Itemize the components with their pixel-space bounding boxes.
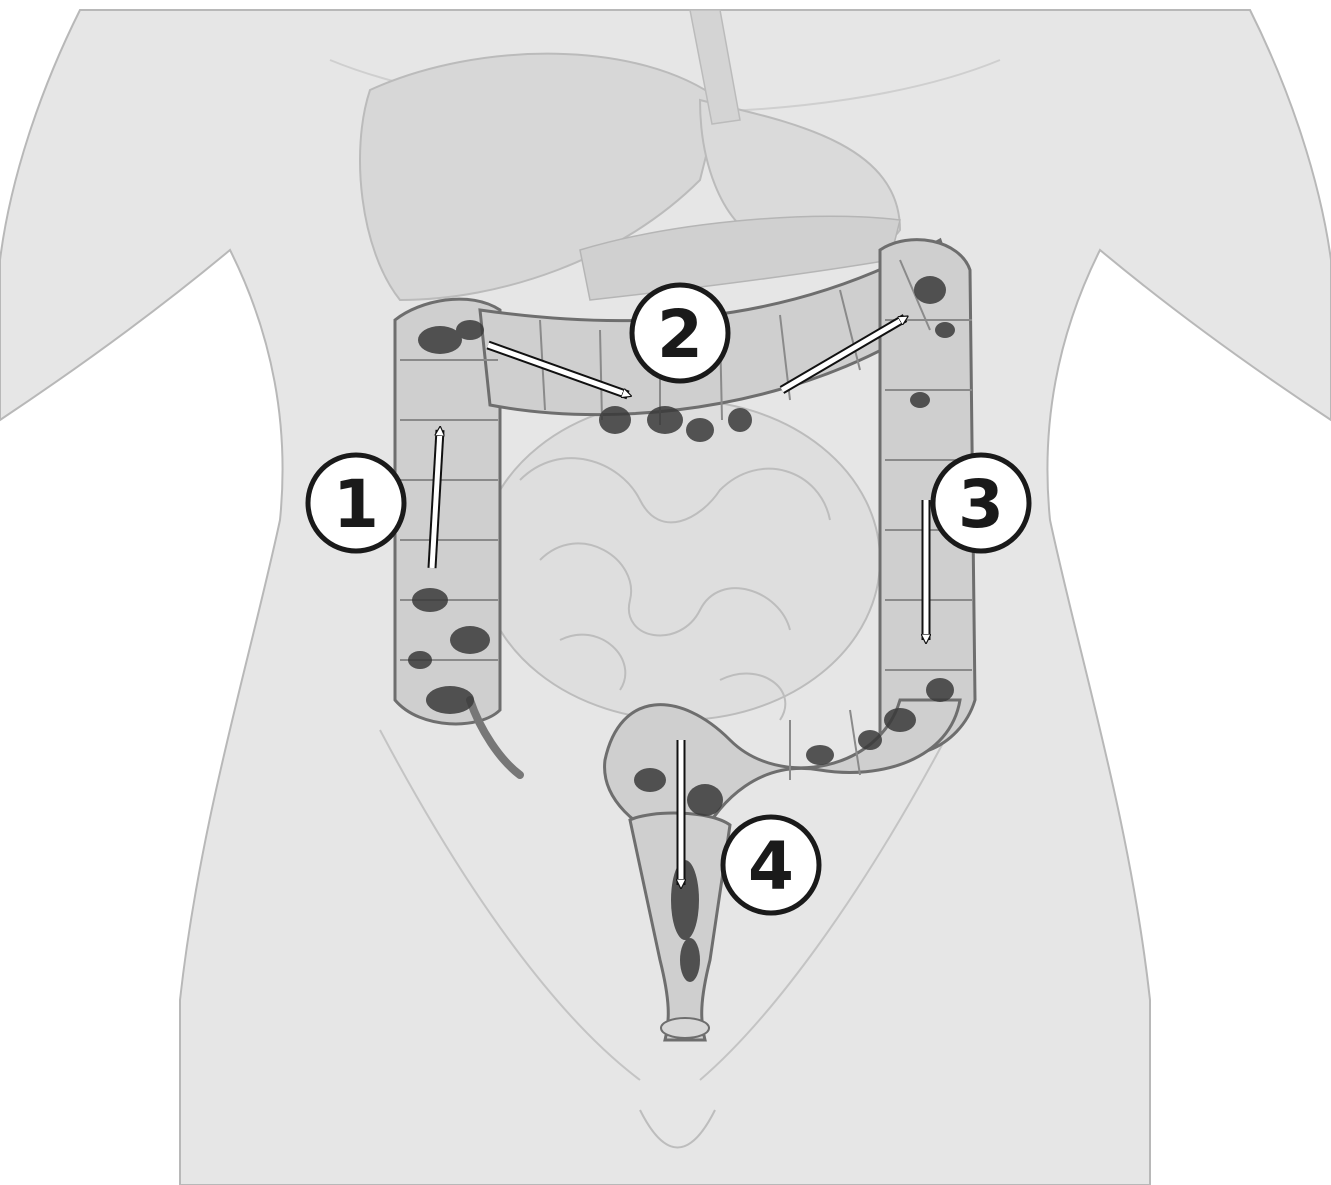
anus [661,1018,709,1038]
marker-1-label: 1 [333,466,379,543]
marker-3-label: 3 [958,466,1004,543]
marker-3: 3 [933,455,1029,551]
marker-4-label: 4 [748,828,794,905]
marker-4: 4 [723,817,819,913]
marker-2-label: 2 [657,296,703,373]
marker-1: 1 [308,455,404,551]
marker-2: 2 [632,285,728,381]
